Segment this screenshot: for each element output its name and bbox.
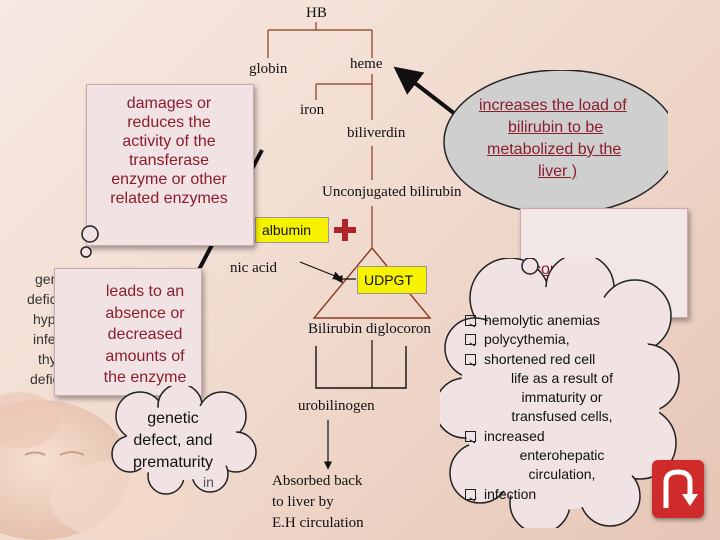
- cause-list-text: transfused cells,: [511, 408, 613, 425]
- cause-list-text: infection: [484, 485, 537, 502]
- leads-card-line: decreased: [107, 326, 183, 343]
- leads-text: leads to an absence or decreased amounts of…: [90, 281, 200, 389]
- iron-label: iron: [300, 102, 325, 118]
- cause-list-item: circulation,: [462, 465, 662, 484]
- cause-list-item: enterohepatic: [462, 446, 662, 465]
- bubble-text-1: increases the load of: [479, 97, 627, 114]
- globin-label: globin: [249, 61, 288, 77]
- damage-card-line: activity of the: [122, 133, 216, 150]
- leads-card-line: the enzyme: [103, 369, 187, 386]
- damage-card-line: enzyme or other: [111, 171, 227, 188]
- genetic-text: genetic defect, and prematurity: [118, 408, 228, 474]
- genetic-cloud-line: defect, and: [133, 432, 213, 449]
- udpgt-label: UDPGT: [364, 272, 413, 288]
- bubble-text-4: liver ): [538, 163, 578, 180]
- genetic-hidden-partial: in: [203, 474, 214, 490]
- checkbox-bullet-icon: [465, 488, 476, 500]
- cause-list-text: enterohepatic: [519, 447, 605, 464]
- checkbox-bullet-icon: [465, 334, 476, 346]
- unconjugated-label: Unconjugated bilirubin: [322, 184, 462, 200]
- leads-card-line: amounts of: [105, 347, 185, 365]
- biliverdin-label: biliverdin: [347, 125, 406, 141]
- damage-card-line: reduces the: [127, 114, 211, 131]
- u-turn-arrow-icon: [663, 469, 698, 508]
- damage-card: [86, 84, 254, 246]
- checkbox-bullet-icon: [465, 353, 476, 365]
- cause-list-item: infection: [462, 485, 662, 504]
- checkbox-bullet-icon: [465, 315, 476, 326]
- cloud-genetic: [111, 386, 257, 495]
- cause-list-item: transfused cells,: [462, 407, 662, 426]
- absorbed-line-2: to liver by: [272, 494, 334, 510]
- urobilinogen-label: urobilinogen: [298, 398, 375, 414]
- cause-list-text: increased: [484, 427, 545, 444]
- cause-list-item: life as a result of: [462, 369, 662, 388]
- plus-icon: [334, 219, 356, 241]
- glucuronic-acid-label: nic acid: [230, 260, 278, 276]
- return-button[interactable]: [652, 460, 704, 518]
- heme-label: heme: [350, 56, 383, 72]
- cause-list-text: circulation,: [528, 466, 596, 483]
- cause-list-item: hemolytic anemias: [462, 311, 662, 330]
- cause-list-text: polycythemia,: [484, 331, 570, 348]
- hb-label: HB: [306, 5, 327, 21]
- genetic-cloud-line: prematurity: [132, 454, 214, 471]
- damage-card-line: transferase: [128, 152, 210, 169]
- cause-list-item: polycythemia,: [462, 330, 662, 349]
- albumin-box: albumin: [255, 217, 329, 243]
- leads-card: [54, 268, 202, 396]
- absorbed-line-1: Absorbed back: [272, 473, 363, 489]
- cause-list-item: shortened red cell: [462, 350, 662, 369]
- udpgt-box: UDPGT: [357, 266, 427, 294]
- leads-card-line: absence or: [105, 304, 185, 322]
- leads-card-line: leads to an: [105, 283, 185, 300]
- bubble-text-2: bilirubin to be: [508, 119, 604, 136]
- cause-list-item: increased: [462, 427, 662, 446]
- cause-list-item: immaturity or: [462, 388, 662, 407]
- bubble-dots-left: [80, 225, 99, 258]
- diglucuronide-label: Bilirubin diglocoron: [308, 321, 431, 337]
- checkbox-bullet-icon: [465, 430, 476, 442]
- genetic-cloud-line: genetic: [147, 410, 199, 427]
- cause-list-text: shortened red cell: [484, 350, 596, 367]
- damage-card-line: related enzymes: [110, 190, 228, 207]
- absorbed-line-3: E.H circulation: [272, 515, 364, 531]
- damage-card-line: damages or: [126, 95, 212, 112]
- cause-list-text: hemolytic anemias: [484, 312, 600, 328]
- cause-list-text: life as a result of: [511, 369, 613, 386]
- damage-text: damages or reduces the activity of the tran…: [88, 94, 250, 208]
- cloud-causes: [440, 258, 680, 528]
- bubble-text-3: metabolized by the: [487, 141, 622, 158]
- cause-list-text: immaturity or: [521, 389, 603, 406]
- left-partial-6: defic: [30, 371, 60, 387]
- albumin-label: albumin: [262, 222, 312, 238]
- cause-list: hemolytic anemias polycythemia, shortened …: [462, 311, 662, 504]
